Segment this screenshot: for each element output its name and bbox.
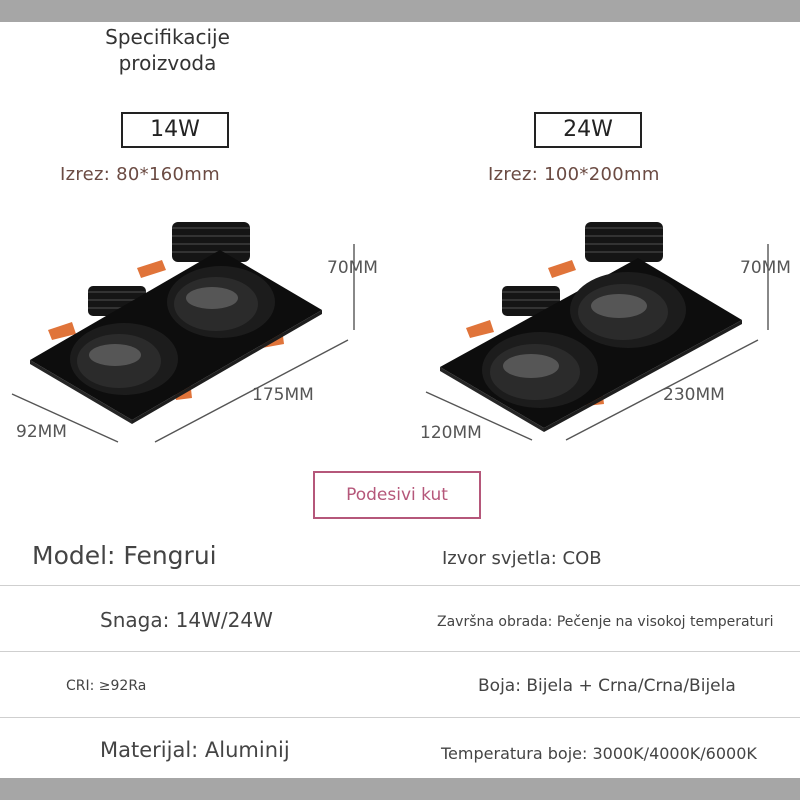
downlight-24w-illustration [440,222,742,432]
spec-color: Boja: Bijela + Crna/Crna/Bijela [478,676,736,696]
length-label-24w: 230MM [663,385,725,405]
bottom-border-bar [0,778,800,800]
spec-row-2: Snaga: 14W/24W Završna obrada: Pečenje n… [0,586,800,652]
height-label-14w: 70MM [327,258,378,278]
width-dimension-line [425,391,533,441]
length-dimension-line [565,339,759,441]
length-dimension-line [154,339,349,443]
product-spec-page: Specifikacije proizvoda 14W 24W Izrez: 8… [0,22,800,778]
cutout-size-24w: Izrez: 100*200mm [488,164,660,185]
length-label-14w: 175MM [252,385,314,405]
spec-model: Model: Fengrui [32,541,217,570]
frame-edge [132,310,322,424]
page-title: Specifikacije proizvoda [105,25,230,75]
spec-row-1: Model: Fengrui Izvor svjetla: COB [0,530,800,586]
cutout-size-14w: Izrez: 80*160mm [60,164,220,185]
lamp-reflection-icon [89,344,141,366]
lamp-reflection-icon [186,287,238,309]
spring-clip-icon [48,322,76,340]
spec-row-4: Materijal: Aluminij Temperatura boje: 30… [0,718,800,778]
downlight-14w-illustration [30,222,322,424]
spec-cri: CRI: ≥92Ra [66,678,147,694]
spec-light-source: Izvor svjetla: COB [442,548,602,569]
spec-color-temp: Temperatura boje: 3000K/4000K/6000K [441,744,757,763]
spring-clip-icon [137,260,166,278]
width-label-14w: 92MM [16,422,67,442]
lamp-reflection-icon [503,354,559,378]
spec-material: Materijal: Aluminij [100,738,290,762]
watt-label-14w: 14W [121,112,229,148]
spec-power: Snaga: 14W/24W [100,608,273,632]
height-label-24w: 70MM [740,258,791,278]
top-border-bar [0,0,800,22]
frame-edge [440,367,544,432]
heatsink-fins-icon [172,227,250,253]
spec-finish: Završna obrada: Pečenje na visokoj tempe… [437,614,774,630]
adjustable-angle-button[interactable]: Podesivi kut [313,471,481,519]
lamp-reflection-icon [591,294,647,318]
spring-clip-icon [548,260,576,278]
watt-label-24w: 24W [534,112,642,148]
spring-clip-icon [466,320,494,338]
spec-row-3: CRI: ≥92Ra Boja: Bijela + Crna/Crna/Bije… [0,652,800,718]
frame-edge [30,360,132,424]
width-dimension-line [11,393,119,443]
heatsink-fins-icon [585,227,663,253]
width-label-24w: 120MM [420,423,482,443]
product-dimension-diagram: 70MM 175MM 92MM 70MM 230MM 120 [11,222,791,443]
frame-edge [544,320,742,432]
